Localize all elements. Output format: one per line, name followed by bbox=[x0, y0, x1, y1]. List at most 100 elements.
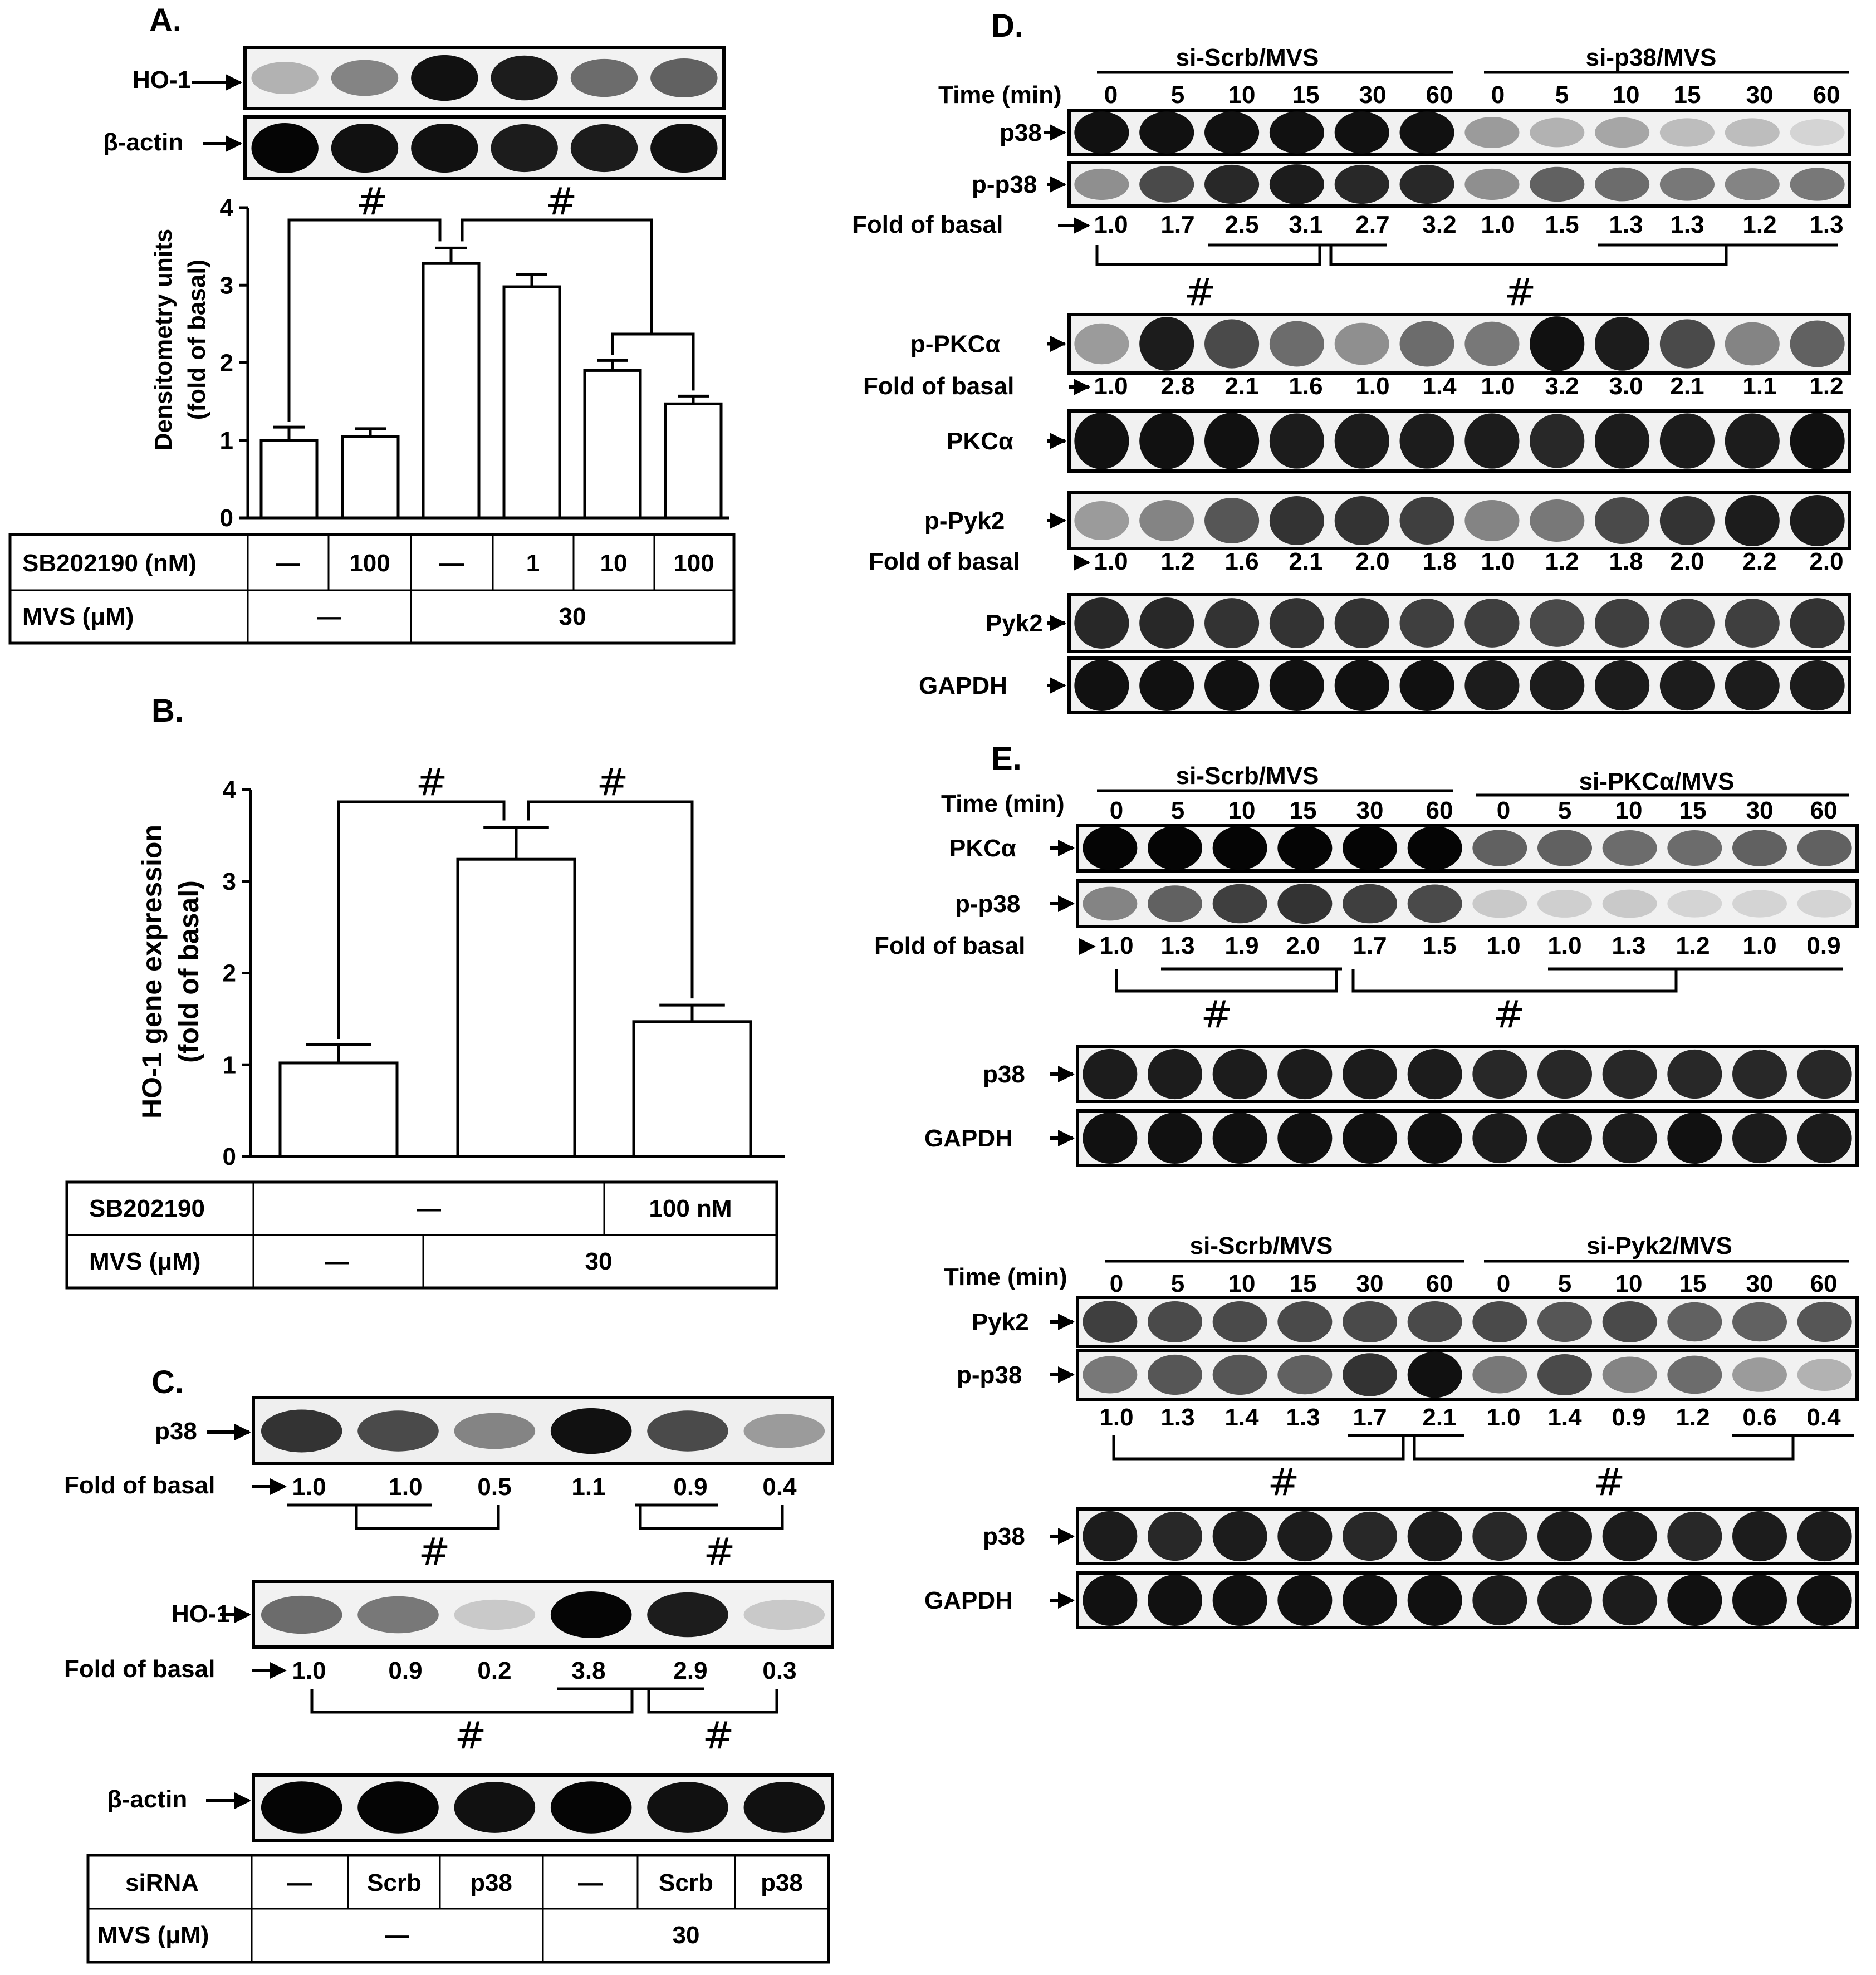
blot-band bbox=[1212, 1354, 1267, 1395]
panel-e-title: E. bbox=[991, 741, 1022, 777]
y-tick-label: 4 bbox=[220, 194, 234, 222]
blot-band bbox=[1399, 321, 1454, 367]
fold-value: 1.0 bbox=[1486, 1404, 1520, 1431]
blot-band bbox=[1472, 1301, 1527, 1342]
blot-strip bbox=[1076, 1571, 1859, 1629]
table-a-cell: — bbox=[317, 603, 341, 630]
blot-strip bbox=[1067, 409, 1851, 473]
blot-label: p-Pyk2 bbox=[924, 507, 1005, 535]
time-value: 10 bbox=[1228, 1270, 1256, 1297]
table-c-cell: Scrb bbox=[367, 1869, 422, 1896]
fold-label: Fold of basal bbox=[852, 211, 1003, 238]
time-value: 30 bbox=[1746, 81, 1774, 109]
blot-band bbox=[550, 1781, 632, 1834]
blot-band bbox=[1797, 1358, 1852, 1391]
blot-label: Pyk2 bbox=[986, 610, 1043, 637]
fold-value: 1.7 bbox=[1353, 1404, 1387, 1431]
fold-value: 2.1 bbox=[1224, 373, 1258, 400]
time-value: 60 bbox=[1426, 81, 1453, 109]
blot-band bbox=[1537, 1049, 1592, 1099]
blot-band bbox=[550, 1591, 632, 1638]
blot-band bbox=[491, 124, 558, 173]
blot-band bbox=[1407, 1048, 1462, 1100]
blot-band bbox=[1732, 1302, 1787, 1342]
time-label-d: Time (min) bbox=[938, 81, 1062, 109]
blot-band bbox=[261, 1595, 342, 1634]
blot-band bbox=[1659, 496, 1715, 545]
fold-value: 1.4 bbox=[1547, 1404, 1582, 1431]
blot-band bbox=[1148, 826, 1202, 870]
blot-band bbox=[1148, 1301, 1202, 1342]
time-value: 15 bbox=[1679, 1270, 1707, 1297]
bar bbox=[259, 439, 319, 520]
blot-band bbox=[1204, 659, 1260, 712]
blot-band bbox=[1472, 1575, 1527, 1626]
blot-label: p38 bbox=[1000, 119, 1042, 146]
time-value: 15 bbox=[1292, 81, 1320, 109]
fold-value: 1.3 bbox=[1809, 211, 1843, 238]
blot-band bbox=[1269, 164, 1324, 204]
table-b-row1-label: SB202190 bbox=[89, 1195, 205, 1222]
time-value: 10 bbox=[1228, 81, 1256, 109]
time-value: 5 bbox=[1171, 797, 1184, 824]
time-value: 5 bbox=[1558, 1270, 1571, 1297]
fold-value: 1.0 bbox=[292, 1657, 326, 1684]
blot-band bbox=[251, 62, 319, 94]
blot-band bbox=[1725, 322, 1780, 366]
blot-label: GAPDH bbox=[919, 672, 1007, 699]
blot-band bbox=[1732, 1113, 1787, 1164]
blot-band bbox=[647, 1782, 728, 1833]
table-a-cell: 10 bbox=[600, 550, 628, 577]
fold-value: 1.8 bbox=[1422, 548, 1456, 575]
time-value: 5 bbox=[1558, 797, 1571, 824]
panel-d-title: D. bbox=[991, 8, 1023, 44]
time-value: 60 bbox=[1810, 797, 1838, 824]
y-tick-label: 4 bbox=[223, 776, 237, 803]
significance-mark: # bbox=[356, 180, 388, 224]
significance-bracket bbox=[1329, 245, 1728, 266]
blot-label: p-p38 bbox=[955, 890, 1020, 918]
blot-band bbox=[1334, 164, 1389, 204]
blot-band bbox=[1334, 111, 1389, 154]
time-value: 0 bbox=[1110, 797, 1123, 824]
fold-value: 2.7 bbox=[1355, 211, 1389, 238]
blot-ho1-c bbox=[252, 1580, 834, 1649]
blot-band bbox=[1537, 890, 1592, 918]
blot-band bbox=[1343, 1511, 1397, 1561]
significance-bracket bbox=[647, 1689, 778, 1714]
time-value: 10 bbox=[1615, 1270, 1643, 1297]
blot-band bbox=[1602, 1049, 1657, 1099]
blot-band bbox=[1732, 1049, 1787, 1099]
fold-value: 1.0 bbox=[1099, 932, 1133, 959]
blot-label: p-p38 bbox=[972, 171, 1037, 198]
blot-band bbox=[1083, 1112, 1138, 1164]
blot-band bbox=[1472, 889, 1527, 918]
blot-band bbox=[1074, 168, 1129, 200]
y-tick-label: 1 bbox=[223, 1051, 236, 1079]
blot-band bbox=[1659, 319, 1715, 369]
fold-value: 1.0 bbox=[1481, 211, 1515, 238]
fold-value: 1.8 bbox=[1609, 548, 1643, 575]
blot-band bbox=[1334, 598, 1389, 648]
significance-bracket bbox=[1095, 245, 1321, 266]
blot-band bbox=[1269, 496, 1324, 545]
fold-value: 0.9 bbox=[673, 1473, 707, 1501]
fold-value: 2.0 bbox=[1670, 548, 1704, 575]
fold-value: 1.3 bbox=[1160, 1404, 1194, 1431]
blot-band bbox=[1725, 660, 1780, 711]
time-value: 10 bbox=[1615, 797, 1643, 824]
blot-label: Pyk2 bbox=[972, 1309, 1029, 1336]
panel-c-title: C. bbox=[151, 1364, 184, 1400]
blot-band bbox=[1204, 498, 1260, 543]
significance-bracket bbox=[461, 218, 653, 334]
blot-band bbox=[1602, 1356, 1657, 1393]
blot-band bbox=[1139, 317, 1194, 371]
fold-value: 2.2 bbox=[1742, 548, 1776, 575]
blot-band bbox=[1269, 659, 1324, 712]
fold-value: 1.5 bbox=[1545, 211, 1579, 238]
blot-band bbox=[1407, 1574, 1462, 1626]
blot-band bbox=[1732, 1357, 1787, 1392]
significance-bracket bbox=[1115, 969, 1338, 993]
